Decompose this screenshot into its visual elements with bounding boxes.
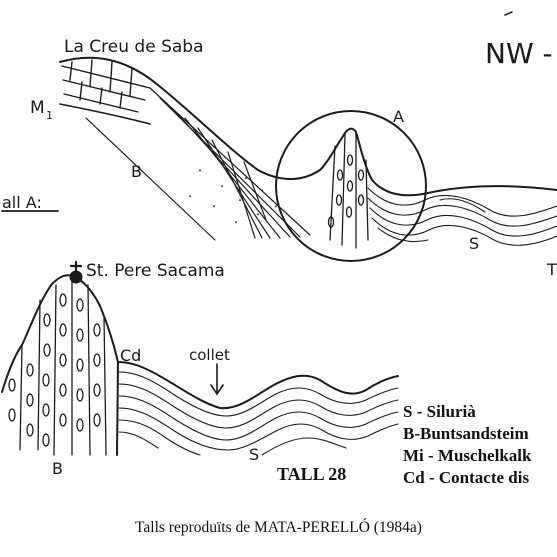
orientation-dash: [504, 11, 513, 16]
contact-line: [116, 361, 119, 456]
unit-m1-label: M: [30, 98, 45, 118]
sandstone-dots: [189, 169, 277, 224]
lower-cross-section: St. Pere Sacama Cd collet B S TALL 28: [1, 260, 399, 484]
legend-item-muschelkalk: Mi - Muschelkalk: [403, 446, 532, 465]
ridge-a-pattern: [327, 131, 369, 249]
unit-t-label: T: [546, 260, 557, 279]
section-title-tall-28: TALL 28: [277, 464, 346, 484]
legend-item-contact: Cd - Contacte dis: [403, 468, 529, 487]
peak-label: St. Pere Sacama: [86, 261, 225, 281]
legend-item-buntsandstein: B-Buntsandsteim: [403, 424, 529, 443]
buntsandstein-strata: [85, 87, 311, 241]
figure-caption: Talls reproduïts de MATA-PERELLÓ (1984a): [135, 519, 422, 536]
zoom-circle: [275, 110, 427, 262]
unit-b-label-upper: B: [131, 162, 142, 181]
collet-label: collet: [189, 346, 230, 364]
collet-arrow: [210, 363, 224, 396]
legend: S - Silurià B-Buntsandsteim Mi - Muschel…: [403, 402, 532, 487]
zoom-label-a: A: [393, 107, 404, 126]
lower-topographic-profile: [1, 274, 399, 410]
unit-m1-subscript: 1: [46, 109, 53, 122]
buntsandstein-peak-pattern: [8, 277, 107, 456]
section-a-label: all A:: [2, 193, 42, 212]
muschelkalk-block-pattern: [61, 59, 151, 113]
m1-base-line: [59, 103, 151, 125]
geological-cross-sections: La Creu de Saba NW - M 1 B A S T all A:: [1, 11, 557, 487]
upper-cross-section: La Creu de Saba NW - M 1 B A S T all A:: [1, 11, 557, 279]
unit-b-label-lower: B: [52, 459, 63, 478]
contact-label: Cd: [120, 346, 141, 365]
silurian-folds-lower: [118, 371, 399, 456]
legend-item-silurian: S - Silurià: [403, 402, 476, 421]
orientation-label: NW -: [485, 37, 553, 70]
unit-s-label-upper: S: [469, 234, 479, 253]
place-label: La Creu de Saba: [64, 37, 204, 57]
unit-s-label-lower: S: [249, 445, 259, 464]
silurian-folds-upper: [367, 187, 557, 246]
